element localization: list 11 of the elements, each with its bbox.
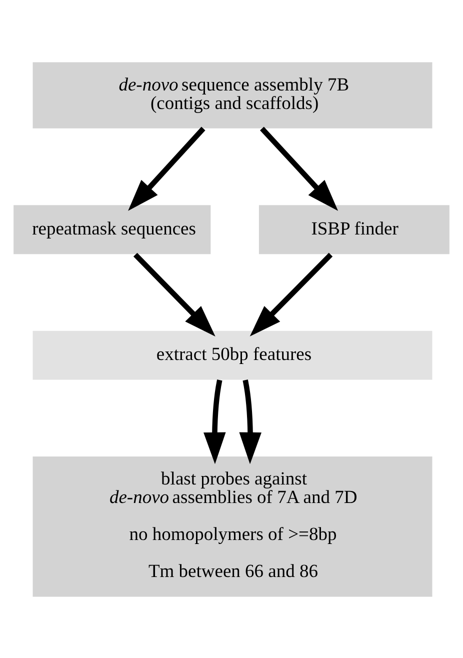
node-box: repeatmask sequences [14, 204, 211, 254]
arrow [239, 379, 262, 464]
node-box: ISBP finder [258, 204, 450, 254]
node-box: blast probes against de-novo assemblies of 7A and 7D no homopolymers of >=8bp Tm between 66 and 86 [32, 456, 432, 596]
arrow [260, 126, 338, 210]
node-box: de-novo sequence assembly 7B (contigs and scaffolds) [32, 62, 432, 128]
arrow [133, 252, 216, 336]
arrow [250, 252, 333, 336]
arrow [204, 379, 226, 464]
node-box: extract 50bp features [32, 330, 432, 380]
arrow [128, 126, 206, 210]
